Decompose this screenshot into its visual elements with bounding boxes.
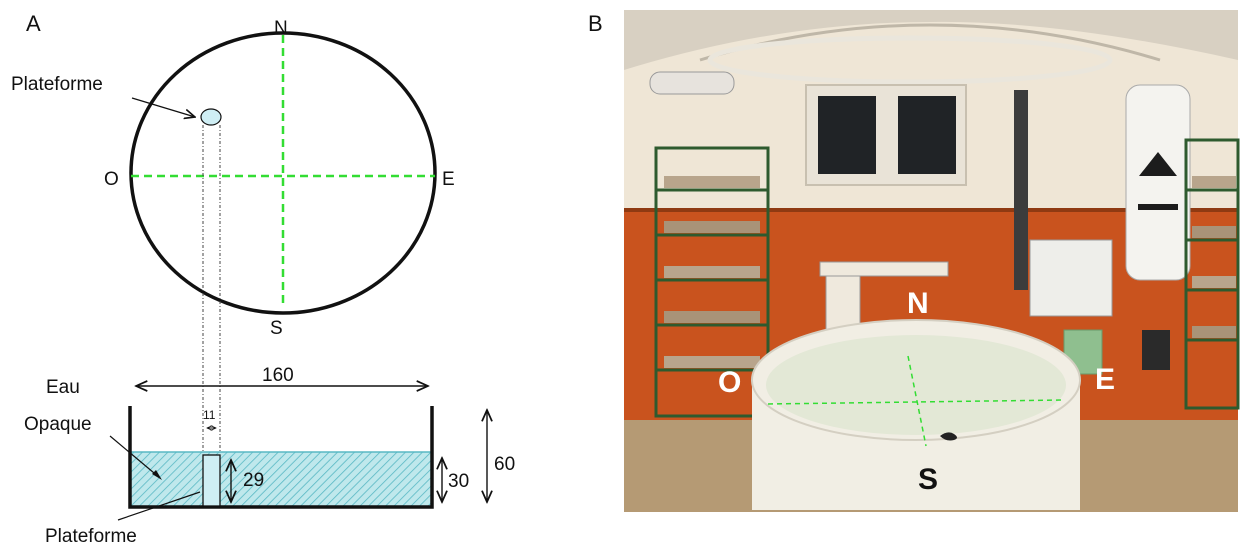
platform-width-value: 11 (203, 408, 216, 422)
diameter-dimension-value: 160 (262, 365, 294, 386)
water-heater (1125, 84, 1191, 281)
platform-side (202, 454, 221, 507)
platform-height-value: 29 (243, 470, 264, 491)
window-pane-right (898, 96, 956, 174)
water-pointer-line (109, 435, 161, 479)
room-photo (624, 10, 1240, 512)
shelving-left (654, 146, 770, 418)
platform-top-marker (200, 108, 222, 126)
compass-south: S (270, 318, 283, 339)
photo-compass-east: E (1095, 363, 1115, 396)
water-depth-value: 30 (448, 471, 469, 492)
tank-north-south-axis (907, 355, 927, 447)
pool-height-value: 60 (494, 454, 515, 475)
platform-pointer-arrow (131, 97, 195, 117)
visual-cue-triangle (1139, 152, 1177, 176)
desk-top (819, 261, 949, 277)
water-label-line2: Opaque (24, 414, 92, 435)
water-pointer-arrowhead (152, 470, 162, 480)
panel-a-label: A (26, 11, 41, 36)
platform-top-label: Plateforme (11, 74, 103, 95)
tank-west-east-axis (767, 399, 1063, 405)
sink (1029, 239, 1113, 317)
pool-outline (129, 31, 437, 315)
pool-side-view: 160 11 29 30 60 Eau Opaque Plateforme (24, 365, 515, 547)
photo-compass-west: O (718, 366, 741, 399)
photo-compass-south: S (918, 463, 938, 496)
panel-a: A N S O E Plateforme 160 11 (11, 11, 515, 547)
shelving-right (1184, 138, 1240, 410)
panel-b: B (588, 10, 1240, 512)
panel-b-label: B (588, 11, 603, 36)
ceiling-ring (707, 35, 1113, 85)
compass-north: N (274, 18, 288, 39)
visual-cue-bar (1138, 204, 1178, 210)
bin (1142, 330, 1170, 370)
ceiling (624, 10, 1238, 70)
rat (940, 432, 957, 441)
water-label-line1: Eau (46, 377, 80, 398)
wall-band-trim (624, 208, 1238, 212)
window-pane-left (818, 96, 876, 174)
compass-west: O (104, 169, 119, 190)
opaque-water (130, 452, 432, 506)
platform-bottom-label: Plateforme (45, 526, 137, 547)
platform-bottom-pointer (117, 491, 201, 521)
photo-compass-north: N (907, 287, 929, 320)
pool-side-walls (128, 406, 434, 509)
tank-water-surface (766, 335, 1066, 435)
compass-east: E (442, 169, 455, 190)
vent-duct (649, 71, 735, 95)
pool-top-view: N S O E Plateforme (11, 18, 455, 339)
wall-pipe (1014, 90, 1028, 290)
